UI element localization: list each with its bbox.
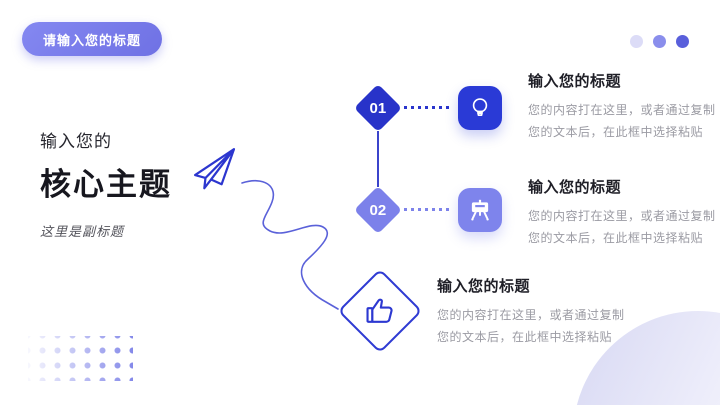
step-connector-line xyxy=(377,131,379,187)
step-3-body-line2[interactable]: 您的文本后，在此框中选择粘贴 xyxy=(437,330,613,344)
step-1-diamond: 01 xyxy=(353,83,403,133)
step-2-body-line1[interactable]: 您的内容打在这里，或者通过复制 xyxy=(528,209,716,223)
step-3-text[interactable]: 输入您的标题 您的内容打在这里，或者通过复制 您的文本后，在此框中选择粘贴 xyxy=(437,275,642,348)
step-3-body-line1[interactable]: 您的内容打在这里，或者通过复制 xyxy=(437,308,625,322)
hero-block: 输入您的 核心主题 这里是副标题 xyxy=(40,127,172,240)
paper-plane-icon xyxy=(193,148,236,190)
step-1-body-line2[interactable]: 您的文本后，在此框中选择粘贴 xyxy=(528,125,704,139)
step-1-dotted-line xyxy=(404,106,452,109)
step-3-title[interactable]: 输入您的标题 xyxy=(437,278,531,295)
easel-icon xyxy=(471,199,489,221)
hero-subtitle[interactable]: 这里是副标题 xyxy=(40,224,125,239)
thumbs-up-icon xyxy=(366,298,393,323)
step-1-number: 01 xyxy=(369,99,387,117)
step-2-diamond: 02 xyxy=(353,185,403,235)
decor-dot-dark xyxy=(676,35,689,48)
step-1-title[interactable]: 输入您的标题 xyxy=(528,73,622,90)
step-2-body-line2[interactable]: 您的文本后，在此框中选择粘贴 xyxy=(528,231,704,245)
step-1-text[interactable]: 输入您的标题 您的内容打在这里，或者通过复制 您的文本后，在此框中选择粘贴 xyxy=(528,70,720,143)
decor-dot-medium xyxy=(653,35,666,48)
lightbulb-icon xyxy=(472,98,488,116)
step-3-diamond xyxy=(337,268,423,354)
step-1-icon-tile xyxy=(458,86,502,130)
title-badge-label[interactable]: 请输入您的标题 xyxy=(43,32,142,48)
hero-eyebrow[interactable]: 输入您的 xyxy=(40,132,112,151)
hero-title[interactable]: 核心主题 xyxy=(40,167,172,202)
title-badge[interactable]: 请输入您的标题 xyxy=(22,22,163,56)
step-2-title[interactable]: 输入您的标题 xyxy=(528,179,622,196)
step-2-number: 02 xyxy=(369,201,387,219)
decor-dots xyxy=(630,35,689,48)
step-2-text[interactable]: 输入您的标题 您的内容打在这里，或者通过复制 您的文本后，在此框中选择粘贴 xyxy=(528,176,720,249)
step-1-body-line1[interactable]: 您的内容打在这里，或者通过复制 xyxy=(528,103,716,117)
decor-dot-grid xyxy=(28,336,133,381)
squiggle-connector xyxy=(241,179,339,310)
step-2-dotted-line xyxy=(404,208,452,211)
decor-dot-light xyxy=(630,35,643,48)
step-2-icon-tile xyxy=(458,188,502,232)
